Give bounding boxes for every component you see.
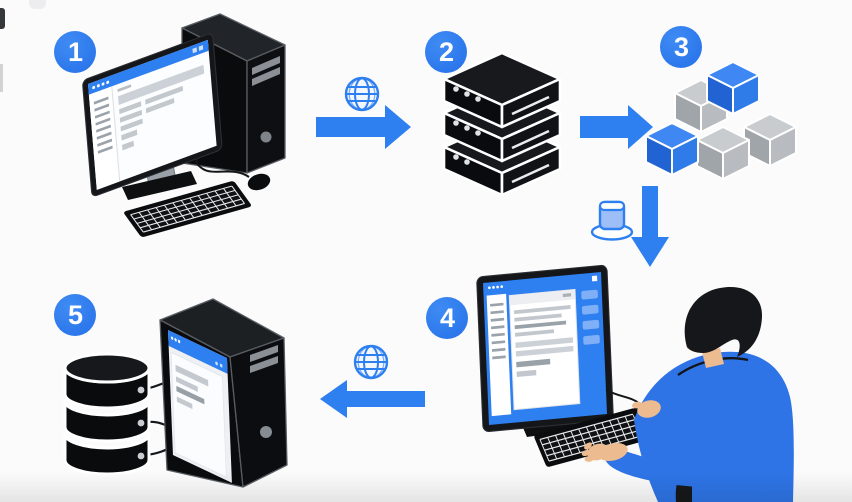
- gray-cube-icon: [696, 126, 750, 180]
- step-5-database-server: [63, 298, 288, 488]
- floor-shadow: [0, 472, 852, 502]
- edge-artifact: [0, 64, 3, 92]
- step-4-badge: 4: [426, 297, 468, 339]
- step-1-badge: 1: [54, 31, 96, 73]
- person-hair: [684, 286, 763, 357]
- person-arm-sleeve: [645, 406, 716, 429]
- step-3-badge: 3: [660, 26, 702, 68]
- step-1-number: 1: [67, 37, 83, 67]
- person-hand-on-keyboard: [587, 443, 609, 461]
- arrow-left-icon: [320, 380, 425, 418]
- arrow-down-icon: [631, 186, 669, 267]
- step-4-user-workstation: [476, 264, 794, 502]
- globe-icon: [344, 76, 380, 112]
- arrow-right-icon: [316, 105, 411, 149]
- tower-window-ui: [168, 330, 232, 483]
- server-unit: [442, 51, 562, 129]
- monitor-icon: [476, 264, 614, 433]
- connector-3-4: [590, 186, 669, 267]
- step-2-number: 2: [438, 37, 454, 67]
- connector-4-5: [320, 344, 425, 418]
- step-5-badge: 5: [54, 294, 96, 336]
- globe-icon: [353, 344, 389, 380]
- blue-cube-icon: [645, 122, 699, 176]
- person-hand-on-mouse: [637, 400, 661, 418]
- person-arm-sleeve: [605, 450, 700, 487]
- monitor-icon: [82, 33, 223, 197]
- edge-artifact: [29, 0, 46, 9]
- step-2-server-stack: [442, 51, 562, 197]
- database-icon: [63, 352, 151, 476]
- gray-cube-icon: [743, 113, 797, 167]
- step-3-number: 3: [673, 32, 689, 62]
- step-3-cubes-blocks: [645, 61, 797, 180]
- person-illustration: [581, 286, 794, 502]
- server-tower-icon: [159, 298, 288, 488]
- arrow-right-icon: [580, 105, 653, 149]
- edge-artifact: [0, 8, 5, 29]
- person-neck: [702, 348, 724, 368]
- package-deploy-icon: [590, 200, 634, 241]
- mouse-icon: [245, 171, 273, 193]
- browser-window-ui: [88, 39, 209, 190]
- step-1-desktop-computer: [82, 13, 286, 239]
- step-4-number: 4: [439, 303, 455, 333]
- step-2-badge: 2: [425, 31, 467, 73]
- desktop-window-ui: [486, 275, 600, 417]
- person-torso: [634, 351, 794, 502]
- connector-2-3: [580, 105, 653, 149]
- connector-1-2: [316, 76, 411, 149]
- step-5-number: 5: [67, 300, 83, 330]
